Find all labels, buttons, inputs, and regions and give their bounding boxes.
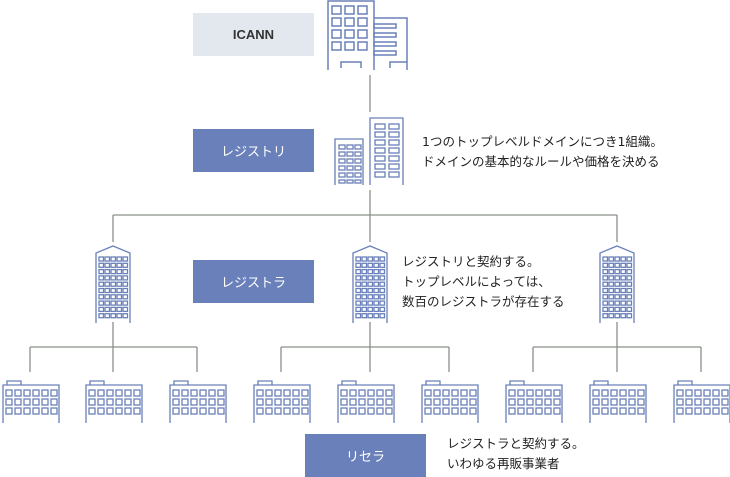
reseller-building-icon [673, 380, 730, 423]
reseller-building-icon [85, 380, 143, 423]
reseller-box: リセラ [305, 434, 426, 477]
registrar-description-line: 数百のレジストラが存在する [402, 294, 565, 309]
reseller-description: レジストラと契約する。 いわゆる再販事業者 [447, 434, 585, 474]
registry-label: レジストリ [220, 145, 286, 160]
reseller-building-icon [253, 380, 311, 423]
reseller-building-icon [169, 380, 227, 423]
registry-description-line: ドメインの基本的なルールや価格を決める [422, 154, 660, 169]
reseller-label: リセラ [345, 450, 385, 465]
registrar-label: レジストラ [220, 276, 286, 291]
reseller-building-icon [337, 380, 395, 423]
registrar-description-line: レジストリと契約する。 [402, 254, 540, 269]
registry-description-line: 1つのトップレベルドメインにつき1組織。 [422, 134, 663, 149]
icann-box: ICANN [193, 13, 314, 56]
reseller-building-icon [2, 380, 60, 423]
registrar-tower-icon [599, 245, 635, 323]
reseller-building-icon [589, 380, 647, 423]
registry-box: レジストリ [193, 129, 314, 172]
registrar-description-line: トップレベルによっては、 [402, 274, 551, 289]
reseller-description-line: レジストラと契約する。 [447, 436, 585, 451]
reseller-description-line: いわゆる再販事業者 [447, 456, 560, 471]
registry-buildings-icon [334, 117, 404, 185]
reseller-building-icon [505, 380, 563, 423]
registrar-description: レジストリと契約する。 トップレベルによっては、 数百のレジストラが存在する [402, 252, 565, 312]
registrar-tower-icon [352, 245, 388, 323]
registrar-tower-icon [95, 245, 131, 323]
icann-label: ICANN [232, 27, 275, 42]
icann-building-icon [327, 0, 408, 70]
registry-description: 1つのトップレベルドメインにつき1組織。 ドメインの基本的なルールや価格を決める [422, 132, 663, 172]
reseller-building-icon [421, 380, 479, 423]
registrar-box: レジストラ [193, 260, 314, 303]
